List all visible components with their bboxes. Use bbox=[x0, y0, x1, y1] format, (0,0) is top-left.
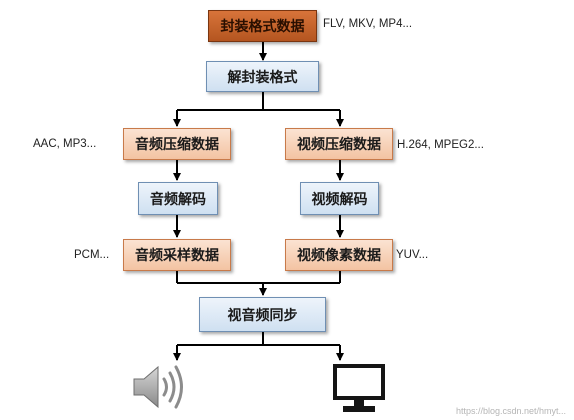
monitor-icon bbox=[333, 364, 385, 412]
watermark: https://blog.csdn.net/hmyt... bbox=[455, 406, 566, 416]
speaker-icon bbox=[133, 365, 183, 409]
audio-codecs-label: AAC, MP3... bbox=[33, 138, 97, 150]
container-formats-label: FLV, MKV, MP4... bbox=[323, 18, 413, 30]
audio-compressed-box: 音频压缩数据 bbox=[123, 128, 231, 160]
video-decode-box: 视频解码 bbox=[300, 182, 379, 215]
video-codecs-label: H.264, MPEG2... bbox=[397, 139, 484, 151]
yuv-label: YUV... bbox=[396, 249, 429, 261]
demux-box: 解封装格式 bbox=[206, 61, 319, 92]
audio-decode-box: 音频解码 bbox=[138, 182, 218, 215]
container-data-box: 封装格式数据 bbox=[208, 10, 317, 42]
audio-sample-box: 音频采样数据 bbox=[123, 239, 231, 271]
video-compressed-box: 视频压缩数据 bbox=[285, 128, 393, 160]
av-sync-box: 视音频同步 bbox=[199, 297, 326, 332]
video-pixel-box: 视频像素数据 bbox=[285, 239, 393, 271]
pcm-label: PCM... bbox=[74, 249, 110, 261]
